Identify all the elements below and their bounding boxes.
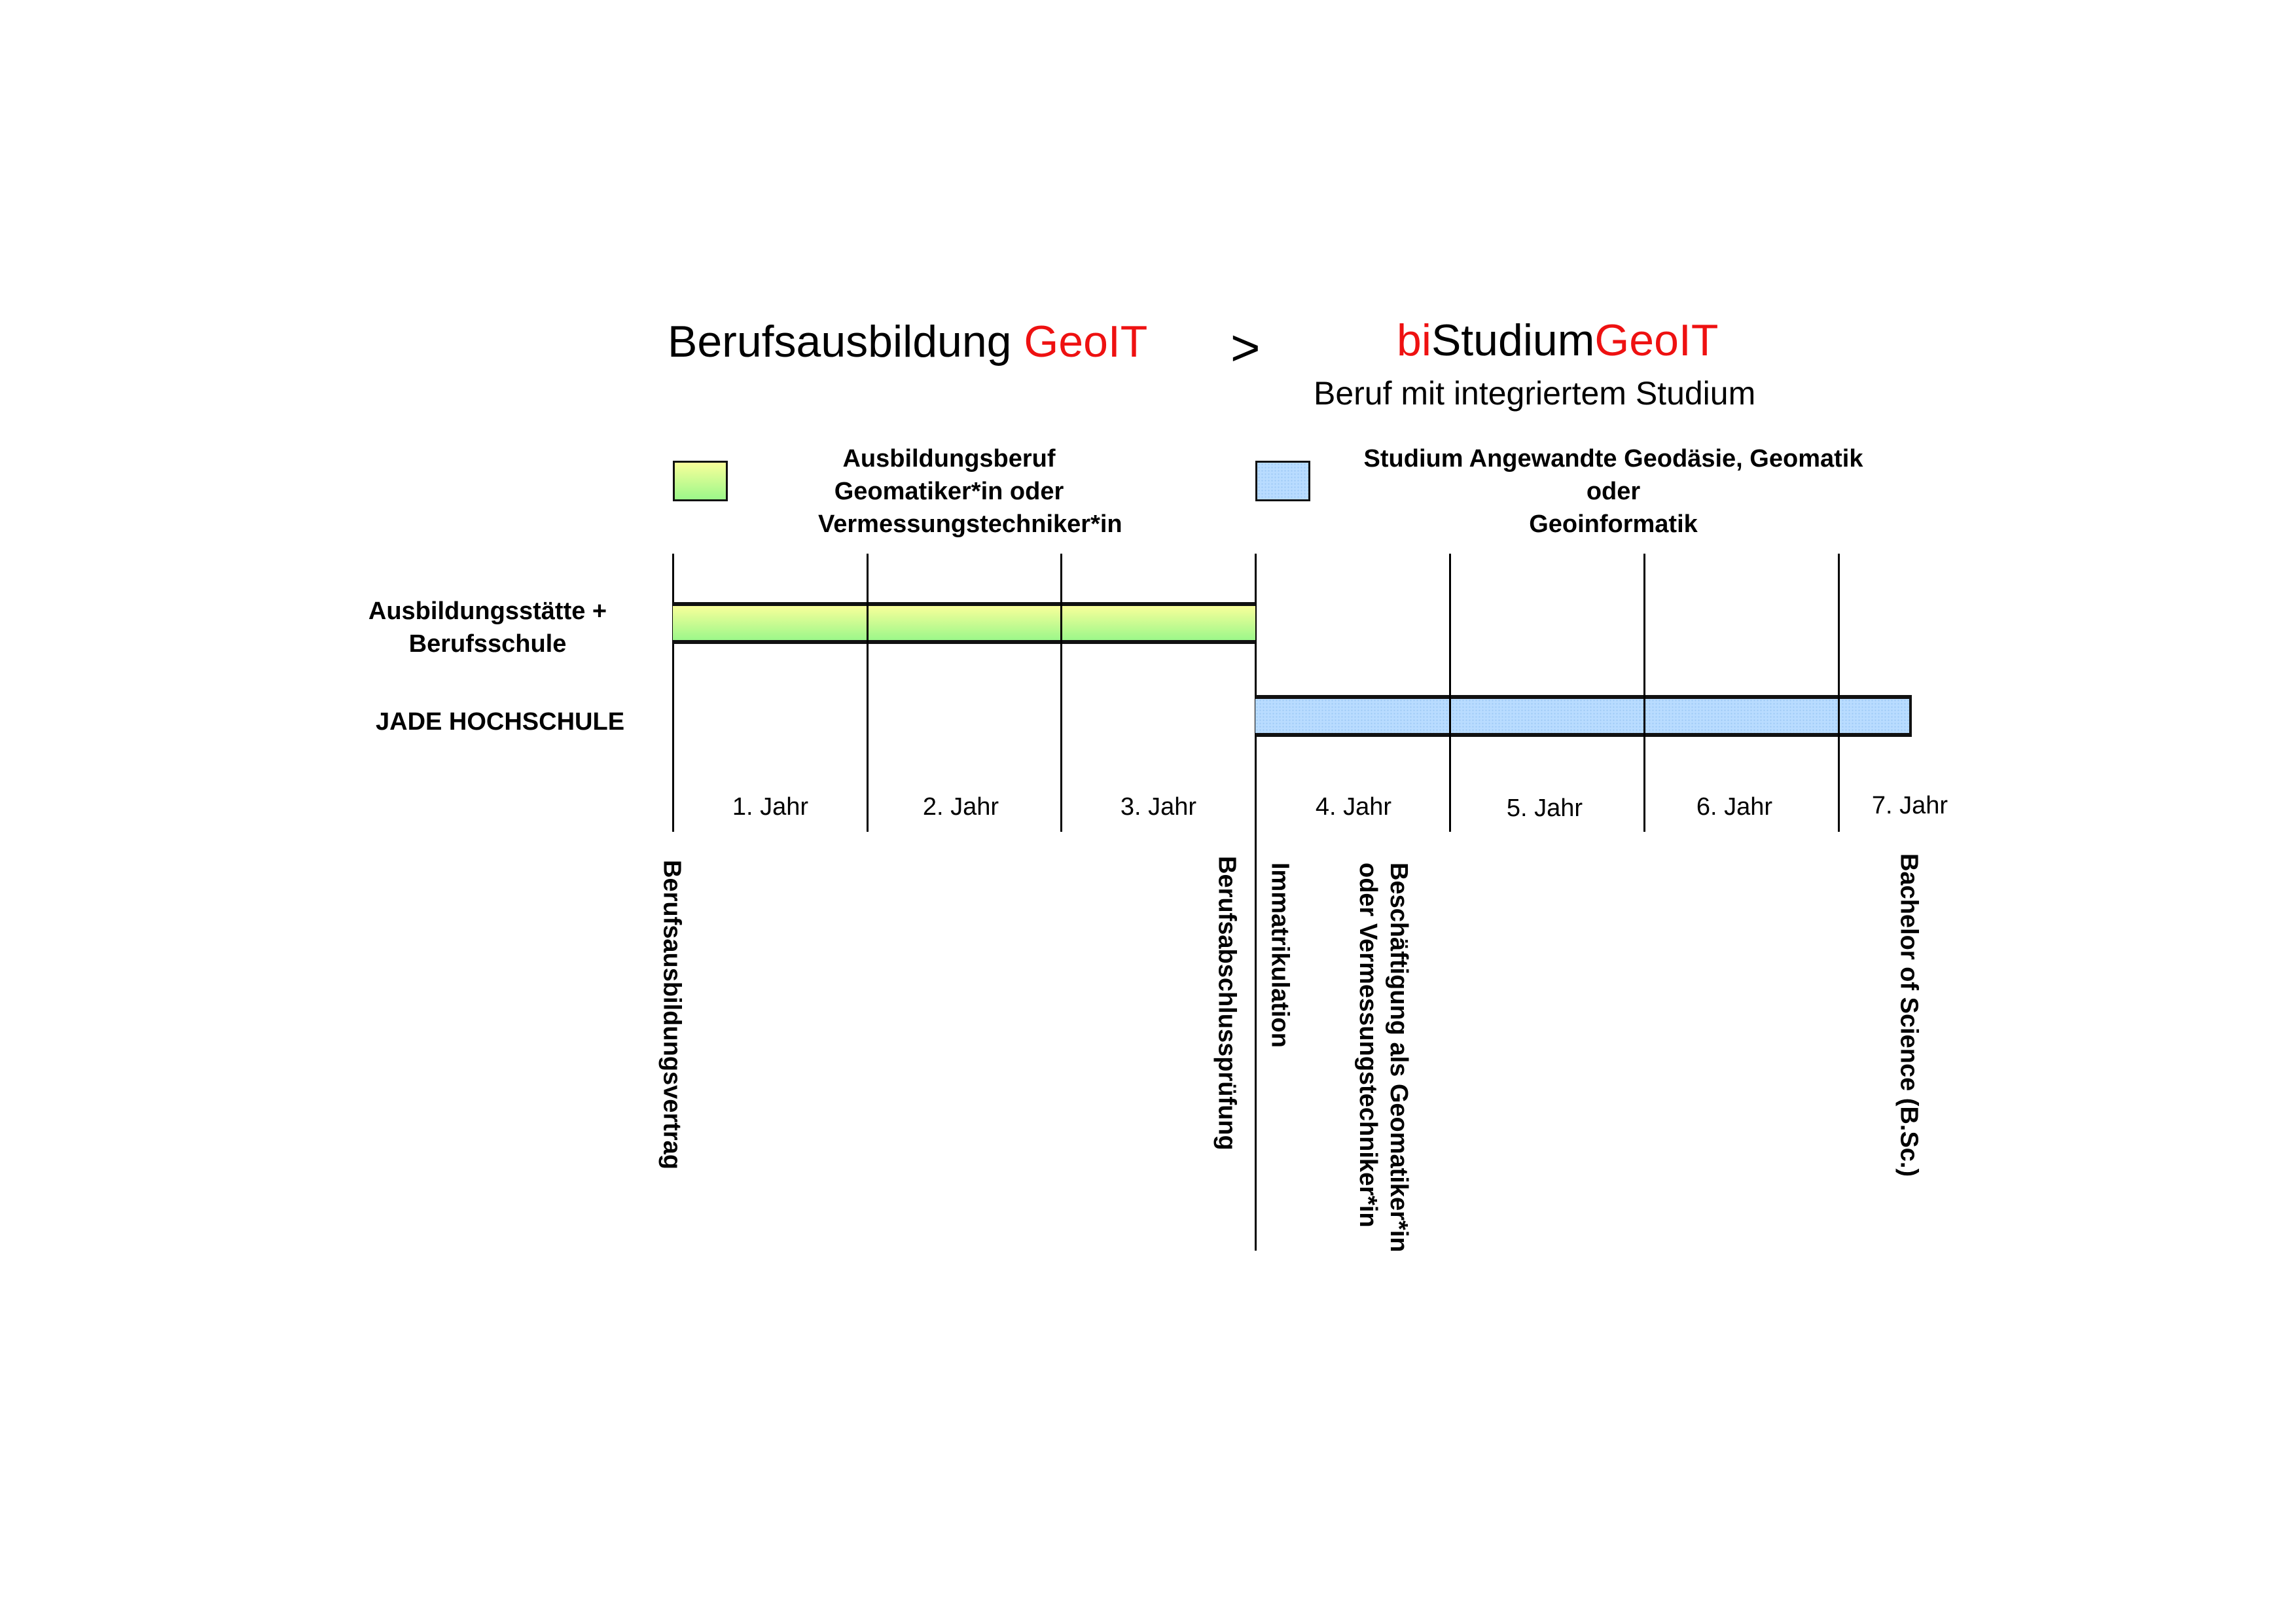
title-accent: GeoIT (1024, 317, 1148, 366)
legend-line: Geoinformatik (1529, 510, 1698, 538)
milestone-final-exam: Berufsabschlussprüfung (1213, 856, 1241, 1150)
dual-study-title: biStudiumGeoIT (1397, 318, 1718, 363)
year-label: 5. Jahr (1506, 794, 1583, 822)
subtitle: Beruf mit integriertem Studium (1314, 375, 1756, 412)
year-divider (867, 602, 869, 644)
milestone-line: oder Vermessungstechniker*in (1354, 863, 1382, 1228)
row-label-line: Ausbildungsstätte + (368, 597, 607, 625)
year-divider (1838, 554, 1840, 832)
year-divider (1449, 554, 1451, 832)
title-prefix: bi (1397, 315, 1431, 365)
legend-line: Geomatiker*in oder (834, 478, 1064, 505)
legend-swatch-blue (1255, 461, 1310, 501)
year-divider (1643, 695, 1645, 737)
title-accent: GeoIT (1594, 315, 1719, 365)
year-divider (1449, 695, 1451, 737)
milestone-enrollment: Immatrikulation (1266, 863, 1294, 1048)
year-label: 3. Jahr (1120, 793, 1197, 821)
legend-line: Ausbildungsberuf (842, 445, 1056, 473)
row-label-line: Berufsschule (408, 630, 567, 658)
legend-swatch-green (673, 461, 728, 501)
year-label: 6. Jahr (1696, 793, 1773, 821)
milestone-bachelor: Bachelor of Science (B.Sc.) (1895, 853, 1923, 1177)
row-label-jade-hochschule: JADE HOCHSCHULE (376, 708, 625, 736)
year-divider (1643, 554, 1645, 832)
milestone-employment: Beschäftigung als Geomatiker*in oder Ver… (1352, 863, 1414, 1253)
vocational-training-title: Berufsausbildung GeoIT (668, 319, 1147, 364)
legend-label-training: Ausbildungsberuf Geomatiker*in oder Verm… (818, 442, 1122, 541)
milestone-line: Beschäftigung als Geomatiker*in (1385, 863, 1412, 1253)
title-text: Berufsausbildung (668, 317, 1024, 366)
year-label: 4. Jahr (1315, 793, 1392, 821)
arrow-icon: > (1230, 319, 1261, 376)
legend-line: Studium Angewandte Geodäsie, Geomatik (1363, 445, 1863, 473)
year-label: 1. Jahr (732, 793, 809, 821)
legend-line: oder (1586, 478, 1641, 505)
legend-line: Vermessungstechniker*in (818, 510, 1122, 538)
title-text: Studium (1431, 315, 1595, 365)
year-divider (1060, 554, 1062, 832)
milestone-contract: Berufsausbildungsvertrag (658, 860, 686, 1169)
training-bar (673, 602, 1255, 644)
year-label: 7. Jahr (1871, 792, 1948, 819)
legend-label-study: Studium Angewandte Geodäsie, Geomatik od… (1352, 442, 1875, 541)
year-divider (672, 554, 674, 832)
row-label-training-site: Ausbildungsstätte + Berufsschule (324, 595, 651, 660)
year-label: 2. Jahr (922, 793, 999, 821)
year-divider (867, 554, 869, 832)
study-bar (1255, 695, 1912, 737)
year-divider (1838, 695, 1840, 737)
year-divider-main (1255, 554, 1257, 1251)
year-divider (1060, 602, 1062, 644)
